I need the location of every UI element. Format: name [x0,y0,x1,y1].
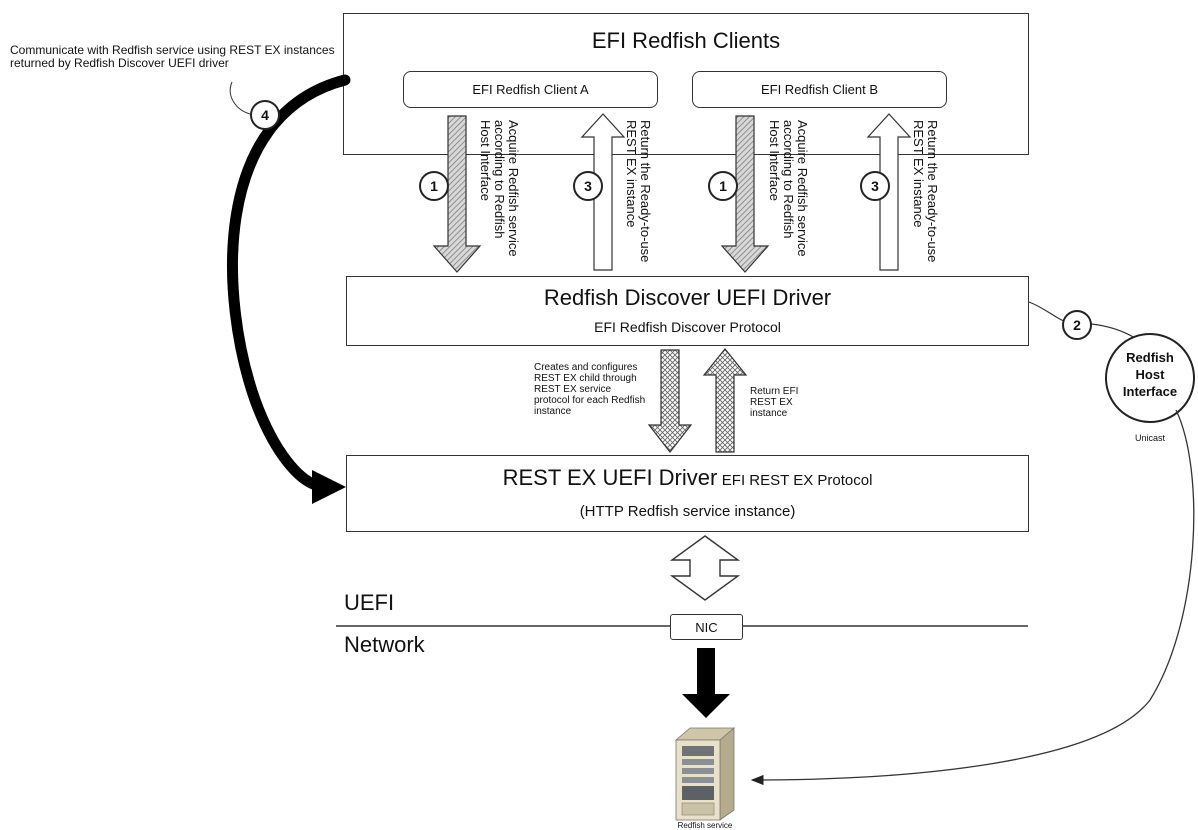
step-3-badge-b: 3 [860,171,890,201]
uefi-layer-label: UEFI [344,590,395,615]
redfish-host-interface-circle [1105,333,1195,423]
redfish-discover-protocol: EFI Redfish Discover Protocol [594,319,781,335]
return-arrow-a [580,113,626,271]
step-1-badge-a: 1 [419,171,449,201]
return-arrow-b [866,113,912,271]
nic-to-server-arrow [682,648,730,718]
redfish-discover-uefi-driver-box: Redfish Discover UEFI Driver EFI Redfish… [346,276,1029,346]
acquire-arrow-a [432,115,482,273]
redfish-discover-title: Redfish Discover UEFI Driver [543,285,832,310]
step-4-badge: 4 [250,100,280,130]
return-efi-arrow [702,348,748,453]
rest-ex-title-line: REST EX UEFI Driver EFI REST EX Protocol [347,465,1028,491]
return-ready-text-a: Return the Ready-to-use REST EX instance [624,120,653,263]
acquire-text-a: Acquire Redfish service according to Red… [478,120,521,257]
rest-ex-subtitle: (HTTP Redfish service instance) [579,503,796,520]
efi-redfish-client-b: EFI Redfish Client B [692,71,947,108]
callout-line-4 [229,81,251,115]
unicast-path [750,409,1195,786]
discover-to-host-line [1028,301,1067,323]
circle2-to-host-line [1090,323,1136,339]
communicate-arrow [227,74,351,491]
unicast-label: Unicast [1134,433,1165,443]
rest-ex-title: REST EX UEFI Driver [502,465,718,490]
rest-ex-uefi-driver-box: REST EX UEFI Driver EFI REST EX Protocol… [346,455,1029,532]
step-2-badge: 2 [1062,310,1092,340]
efi-redfish-client-a: EFI Redfish Client A [403,71,658,108]
redfish-host-interface-label: Redfish Host Interface [1122,350,1178,399]
nic-box: NIC [670,614,743,640]
server-icon [674,727,736,821]
acquire-text-b: Acquire Redfish service according to Red… [767,120,810,257]
return-ready-text-b: Return the Ready-to-use REST EX instance [911,120,940,263]
redfish-service-label: Redfish service [677,821,733,830]
communicate-text: Communicate with Redfish service using R… [10,43,335,70]
bidirectional-arrow [669,535,741,601]
creates-arrow [647,349,693,453]
communicate-arrow-head [312,470,346,504]
acquire-arrow-b [720,115,770,273]
creates-text: Creates and configures REST EX child thr… [534,362,646,417]
return-efi-text: Return EFI REST EX instance [750,386,799,419]
network-layer-label: Network [344,632,425,657]
efi-redfish-clients-title: EFI Redfish Clients [591,28,781,53]
step-3-badge-a: 3 [573,171,603,201]
rest-ex-protocol: EFI REST EX Protocol [721,472,873,489]
step-1-badge-b: 1 [708,171,738,201]
